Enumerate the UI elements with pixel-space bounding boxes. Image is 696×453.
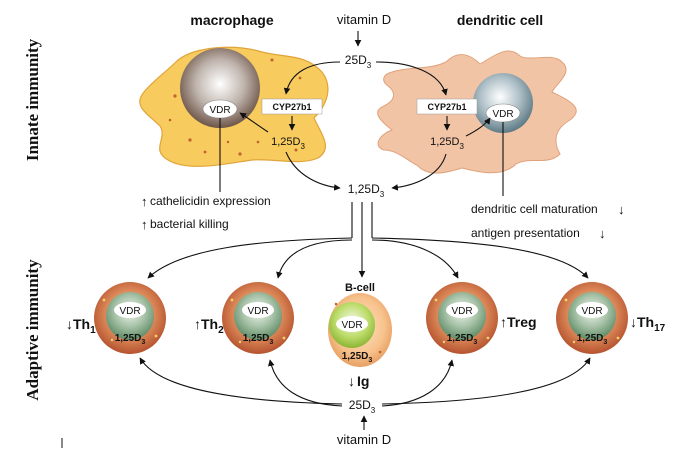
down-arrow-antigen: ↓ [599,226,606,241]
vdr-label-bcell: VDR [341,320,362,331]
th1-cell [94,282,166,354]
th17-cell [556,282,628,354]
adaptive-immunity-label: Adaptive immunity [23,259,42,401]
cyp27b1-box-macrophage [261,98,323,115]
treg-label: ↑Treg [500,314,537,330]
innate-immunity-label: Innate immunity [23,38,42,161]
d3-25-top: 25D3 [345,53,372,70]
th1-down-arrow: ↓ [66,316,73,332]
d3-125-th1: 1,25D3 [115,333,146,346]
dendritic-cell-title: dendritic cell [457,12,543,28]
up-arrow-cathelicidin: ↑ [141,194,148,209]
vdr-label-th2: VDR [247,306,268,317]
b-cell-label: B-cell [345,282,375,294]
macrophage-nucleus [180,48,260,128]
cyp27b1-label-dendritic: CYP27b1 [427,102,466,112]
vdr-label-macrophage: VDR [209,105,230,116]
d3-125-treg: 1,25D3 [447,333,478,346]
d3-25-bottom: 25D3 [349,398,376,415]
adaptive-distribution-arrows [147,202,589,279]
innate-arrows [219,31,504,196]
up-arrow-bacterial: ↑ [141,217,148,232]
vdr-label-th17: VDR [581,306,602,317]
bottom-arrows [139,357,591,430]
bacterial-killing: bacterial killing [150,217,229,231]
th1-label: ↓Th1 [66,316,96,336]
adaptive-cell-dots [102,298,620,354]
d3-125-macrophage: 1,25D3 [271,136,305,151]
antigen-presentation: antigen presentation [471,226,580,240]
d3-125-bcell: 1,25D3 [342,351,373,364]
vdr-label-th1: VDR [119,306,140,317]
th2-label: ↑Th2 [194,316,224,336]
cathelicidin-expression: cathelicidin expression [150,194,271,208]
vdr-label-dendritic: VDR [492,109,513,120]
ig-label: ↓Ig [348,373,369,389]
dendritic-cell-maturation: dendritic cell maturation [471,202,598,216]
d3-125-th17: 1,25D3 [577,333,608,346]
cyp27b1-box-dendritic [416,98,478,115]
macrophage-title: macrophage [190,12,273,28]
d3-125-th2: 1,25D3 [243,333,274,346]
treg-cell [426,282,498,354]
ig-down-arrow: ↓ [348,373,355,389]
down-arrow-maturation: ↓ [618,202,625,217]
th17-label: ↓Th17 [630,314,666,334]
th2-up-arrow: ↑ [194,316,201,332]
macrophage-granules [168,58,314,156]
th17-down-arrow: ↓ [630,314,637,330]
vitamin-d-top: vitamin D [337,12,391,27]
d3-125-center: 1,25D3 [348,182,385,199]
d3-125-dendritic: 1,25D3 [430,136,464,151]
vdr-label-treg: VDR [451,306,472,317]
th2-cell [222,282,294,354]
vitamin-d-bottom: vitamin D [337,432,391,447]
b-cell [328,293,392,367]
treg-up-arrow: ↑ [500,314,507,330]
cyp27b1-label-macrophage: CYP27b1 [272,102,311,112]
